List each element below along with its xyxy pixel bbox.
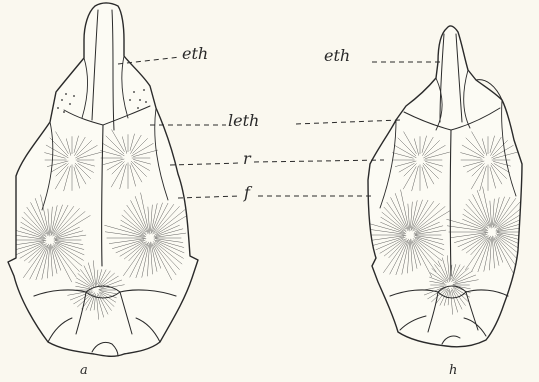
skull-a [5,3,198,356]
skull-b [365,26,533,347]
skull-a-outline [8,3,198,356]
leader-f-a [178,196,240,198]
label-f: f [244,185,250,201]
caption-a: a [80,364,88,377]
caption-b: h [449,364,457,377]
label-leth: leth [228,113,259,129]
label-r: r [243,151,251,167]
label-eth-left: eth [182,46,208,62]
leader-leth-b [296,120,400,124]
leader-r-b [254,160,384,162]
label-eth-right: eth [324,48,350,64]
leader-r-a [170,163,240,165]
skull-b-outline [368,26,522,347]
